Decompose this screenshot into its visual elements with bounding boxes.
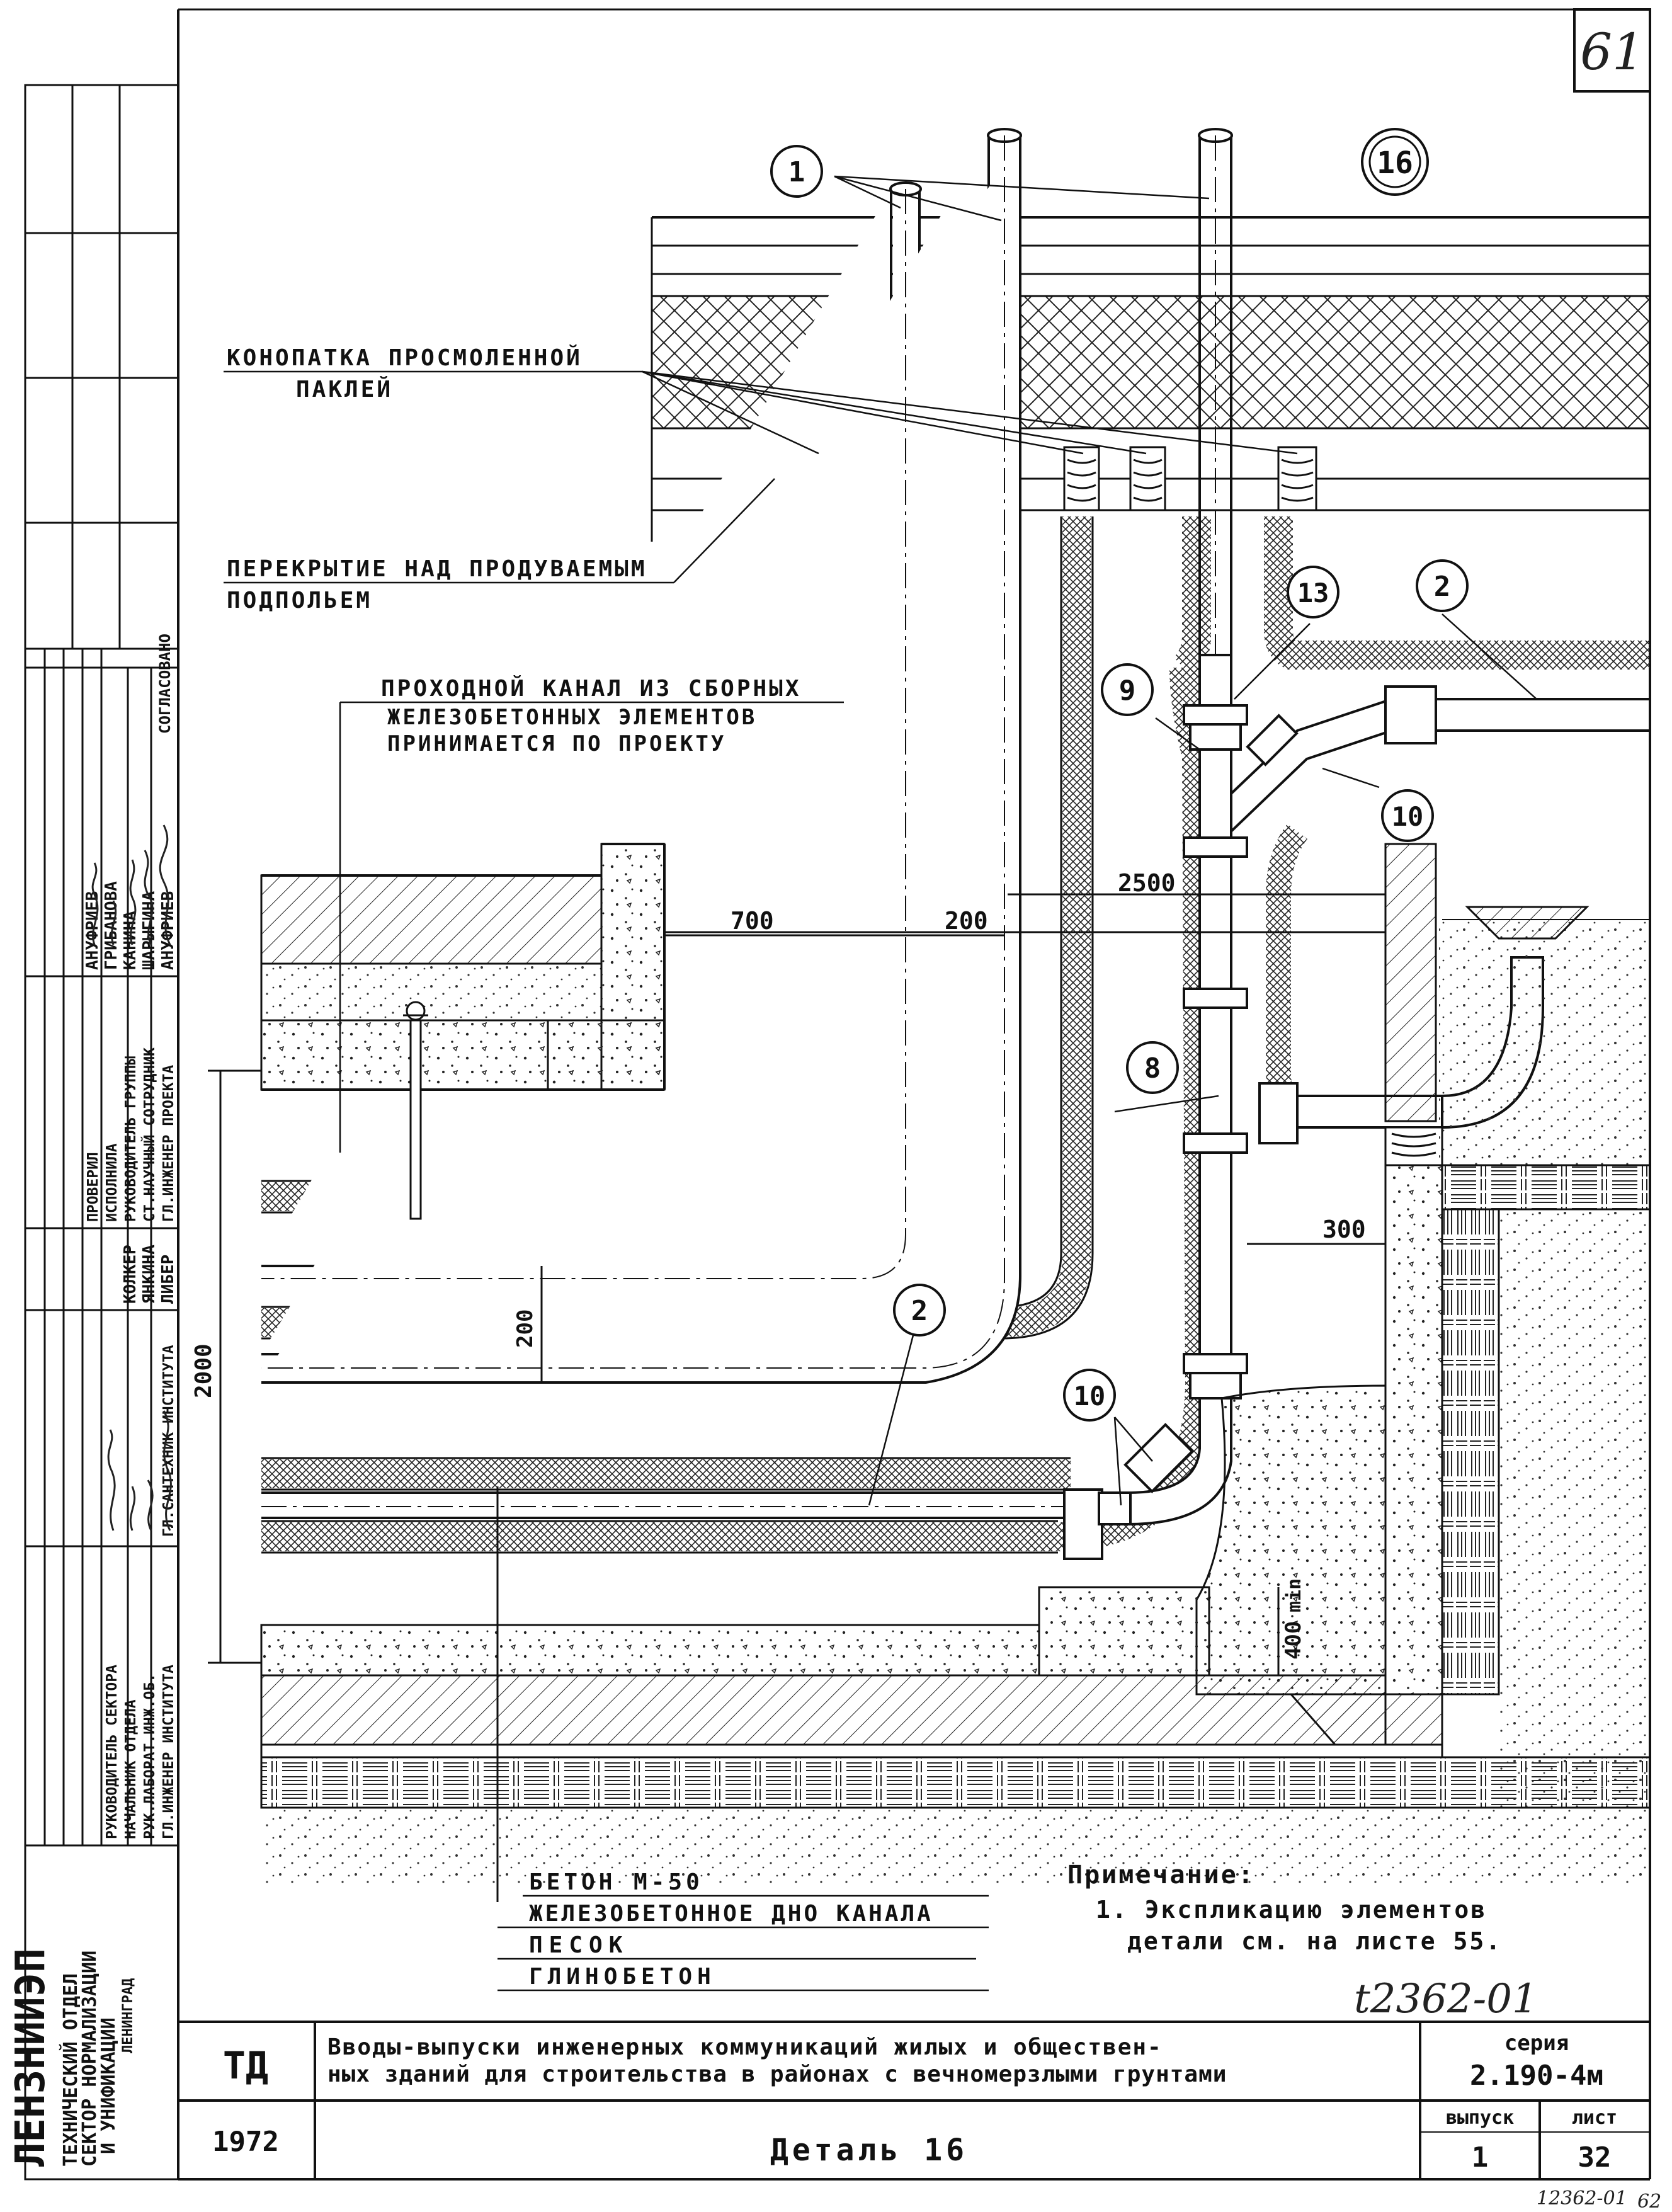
role-10: ПРОВЕРИЛ — [85, 1152, 101, 1222]
issue-value: 1 — [1472, 2141, 1489, 2174]
dimension-lines — [208, 893, 1385, 1902]
page-number: 61 — [1580, 23, 1644, 81]
label-sand: ПЕСОК — [529, 1932, 628, 1958]
callout-2-top-text: 2 — [1434, 571, 1451, 603]
label-caulking-1: КОНОПАТКА ПРОСМОЛЕННОЙ — [227, 345, 583, 371]
issue-label: выпуск — [1446, 2107, 1514, 2129]
sheet-value: 32 — [1578, 2141, 1612, 2174]
agreed-label: СОГЛАСОВАНО — [156, 634, 174, 734]
bottom-layers — [260, 1624, 1651, 1883]
callout-13-text: 13 — [1297, 578, 1329, 608]
callout-9-text: 9 — [1119, 675, 1136, 707]
corner-page: 62 — [1637, 2191, 1661, 2212]
role-3: РУК.ЛАБОРАТ.ИНЖ.ОБ. — [142, 1673, 158, 1839]
name-1: ЛИБЕР — [159, 1255, 178, 1304]
callout-1-text: 1 — [788, 156, 805, 188]
note-heading: Примечание: — [1067, 1861, 1255, 1890]
detail-title: Деталь 16 — [770, 2133, 968, 2168]
channel-block — [260, 843, 666, 1220]
page-number-box — [1573, 8, 1651, 93]
title-block — [178, 2021, 1650, 2179]
callout-2-bottom: 2 — [893, 1284, 946, 1337]
callout-10-top: 10 — [1381, 789, 1434, 842]
role-2: ГЛ.САНТЕХНИК ИНСТИТУТА — [161, 1345, 177, 1537]
name-7: ГРИБАНОВА — [102, 881, 121, 970]
dim-200-side: 200 — [513, 1309, 538, 1348]
org-dept-3: И УНИФИКАЦИИ — [98, 2017, 120, 2154]
label-rc-bottom: ЖЕЛЕЗОБЕТОННОЕ ДНО КАНАЛА — [529, 1901, 933, 1927]
callout-8: 8 — [1126, 1041, 1179, 1094]
org-dept-2: СЕКТОР НОРМАЛИЗАЦИИ — [79, 1951, 101, 2167]
dim-min: min — [1283, 1578, 1305, 1612]
callout-2-bottom-text: 2 — [911, 1295, 928, 1327]
org-city: ЛЕНИНГРАД — [120, 1978, 136, 2053]
detail-marker-text: 16 — [1377, 145, 1413, 181]
role-5: РУКОВОДИТЕЛЬ СЕКТОРА — [104, 1665, 120, 1839]
title-td: ТД — [223, 2044, 268, 2088]
dim-300: 300 — [1322, 1216, 1366, 1243]
callout-10-bottom: 10 — [1063, 1369, 1116, 1422]
name-3: КОЛКЕР — [121, 1245, 140, 1304]
signature-scribbles — [91, 824, 172, 1531]
drawing-number: t2362-01 — [1354, 1976, 1538, 2022]
callout-13: 13 — [1287, 566, 1339, 619]
title-line-1: Вводы-выпуски инженерных коммуникаций жи… — [327, 2034, 1163, 2060]
callout-2-top: 2 — [1416, 559, 1469, 612]
role-1: ГЛ.ИНЖЕНЕР ИНСТИТУТА — [161, 1665, 177, 1839]
series-label: серия — [1504, 2031, 1569, 2056]
label-channel-1: ПРОХОДНОЙ КАНАЛ ИЗ СБОРНЫХ — [381, 675, 802, 702]
role-9: ИСПОЛНИЛА — [104, 1143, 120, 1222]
dim-2500: 2500 — [1118, 869, 1176, 897]
side-stamp-text: ЛЕНЗНИИЭП ТЕХНИЧЕСКИЙ ОТДЕЛ СЕКТОР НОРМА… — [8, 634, 178, 2167]
series-value: 2.190-4м — [1470, 2060, 1603, 2092]
detail-marker: 16 — [1361, 128, 1429, 196]
corner-code: 12362-01 — [1537, 2187, 1627, 2209]
name-2: ЯНКИНА — [140, 1245, 159, 1304]
label-concrete: БЕТОН М-50 — [529, 1869, 703, 1895]
dim-2000: 2000 — [191, 1343, 217, 1398]
label-channel-3: ПРИНИМАЕТСЯ ПО ПРОЕКТУ — [387, 731, 726, 756]
callout-10-top-text: 10 — [1392, 801, 1424, 832]
org-name: ЛЕНЗНИИЭП — [8, 1948, 54, 2167]
note-line-1: 1. Экспликацию элементов — [1096, 1896, 1487, 1924]
dim-700: 700 — [731, 907, 774, 935]
title-year: 1972 — [212, 2126, 279, 2158]
title-line-2: ных зданий для строительства в районах с… — [327, 2061, 1227, 2087]
callout-8-text: 8 — [1144, 1052, 1161, 1085]
role-8: РУКОВОДИТЕЛЬ ГРУППЫ — [123, 1056, 139, 1222]
label-channel-2: ЖЕЛЕЗОБЕТОННЫХ ЭЛЕМЕНТОВ — [387, 705, 757, 730]
label-clay-concrete: ГЛИНОБЕТОН — [529, 1964, 716, 1990]
callout-9: 9 — [1101, 663, 1154, 716]
dim-200-top: 200 — [945, 907, 988, 935]
sheet-label: лист — [1572, 2107, 1617, 2129]
label-floor-1: ПЕРЕКРЫТИЕ НАД ПРОДУВАЕМЫМ — [227, 556, 647, 582]
label-floor-2: ПОДПОЛЬЕМ — [227, 588, 372, 613]
role-7: СТ.НАУЧНЫЙ СОТРУДНИК — [140, 1047, 158, 1222]
leader-lines — [224, 175, 1537, 1992]
dim-400: 400 — [1281, 1621, 1306, 1660]
role-4: НАЧАЛЬНИК ОТДЕЛА — [123, 1699, 139, 1839]
side-stamp — [24, 84, 179, 2181]
callout-1: 1 — [770, 145, 823, 198]
callout-10-bottom-text: 10 — [1074, 1381, 1106, 1411]
note-line-2: детали см. на листе 55. — [1127, 1927, 1502, 1955]
label-caulking-2: ПАКЛЕЙ — [296, 376, 393, 402]
role-6: ГЛ.ИНЖЕНЕР ПРОЕКТА — [161, 1065, 177, 1222]
org-dept-1: ТЕХНИЧЕСКИЙ ОТДЕЛ — [59, 1973, 82, 2167]
